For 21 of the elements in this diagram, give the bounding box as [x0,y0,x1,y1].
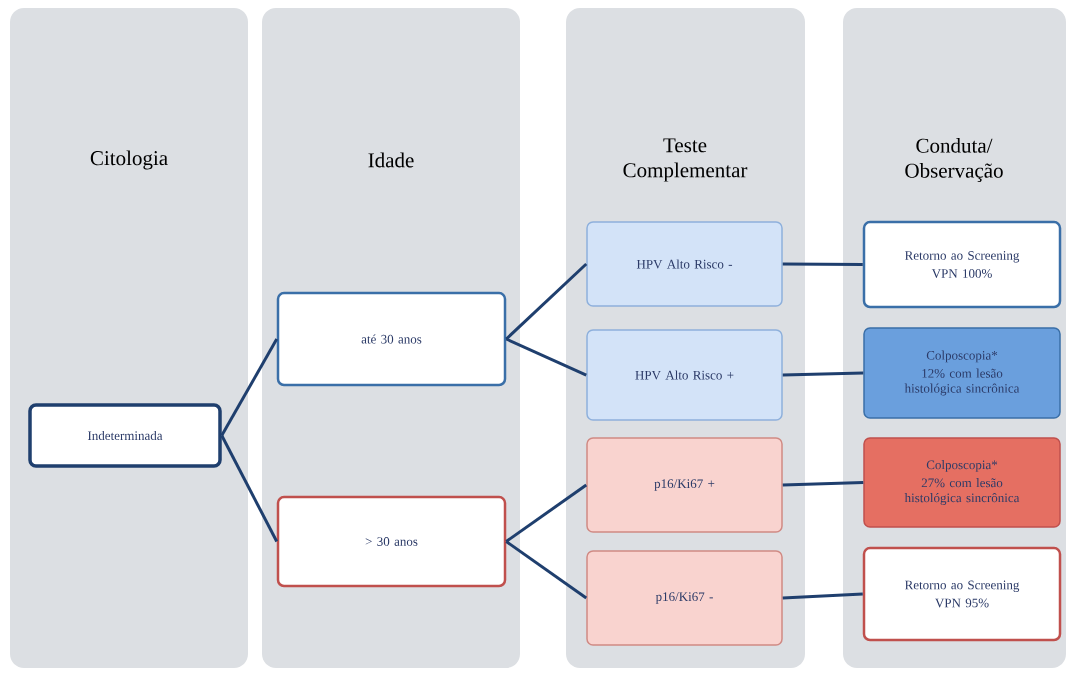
process-box: Indeterminada [28,403,222,468]
process-box: HPV Alto Risco - [586,221,783,307]
process-box: até 30 anos [276,291,507,387]
connector-line [782,481,864,487]
connector-line [505,262,588,341]
connector-line [505,483,588,543]
process-box: > 30 anos [276,495,507,588]
process-box: p16/Ki67 - [586,550,783,646]
process-box: HPV Alto Risco + [586,329,783,421]
connector-line [505,337,587,377]
process-box: Retorno ao Screening VPN 95% [862,546,1062,642]
process-box: p16/Ki67 + [586,437,783,533]
process-box: Colposcopia* 12% com lesão histológica sincrônica [863,327,1061,419]
connector-line [505,540,588,600]
connector-line [782,371,864,377]
process-box: Retorno ao Screening VPN 100% [862,220,1062,309]
connector-line [782,262,863,266]
process-box: Colposcopia* 27% com lesão histológica sincrônica [863,437,1061,528]
connector-line [782,592,863,600]
connector-line [220,434,279,543]
connector-line [220,338,279,437]
